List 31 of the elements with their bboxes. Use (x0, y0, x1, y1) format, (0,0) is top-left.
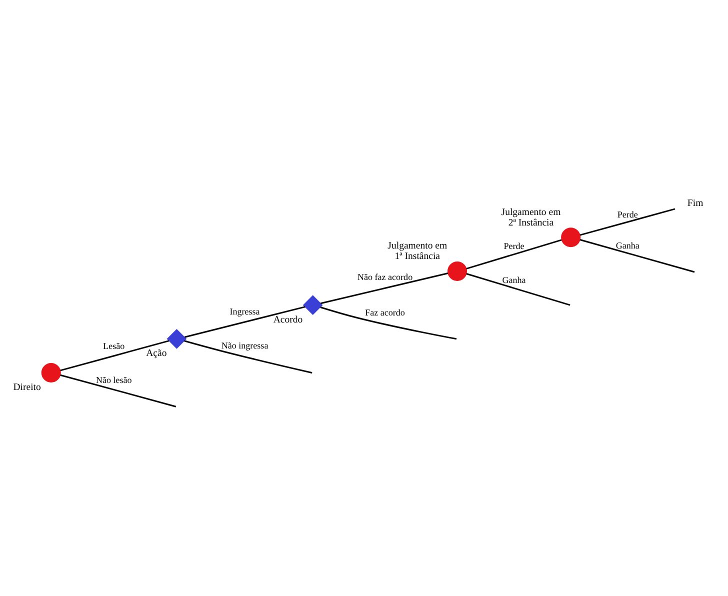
node-circle (447, 260, 468, 280)
node-label: Julgamento em 2ª Instância (501, 206, 561, 228)
node-circle (561, 227, 581, 247)
connector (184, 306, 306, 338)
node-diamond (166, 328, 187, 348)
connector (184, 340, 312, 373)
edge-label: Faz acordo (365, 306, 405, 317)
connector (60, 340, 170, 371)
node-label: Direito (13, 381, 41, 392)
edge-label: Ganha (616, 240, 640, 250)
connector (580, 238, 695, 272)
edge-label: Lesão (103, 340, 125, 351)
connector (320, 306, 457, 340)
connector (466, 238, 562, 269)
node-label: Ação (146, 348, 167, 359)
connector (320, 272, 448, 304)
connector (60, 374, 176, 407)
connector (466, 272, 570, 306)
edge-label: Perde (617, 209, 638, 220)
edge-label: Não lesão (96, 374, 132, 384)
edge-label: Ganha (502, 274, 526, 284)
node-label: Acordo (273, 314, 303, 325)
node-diamond (302, 294, 323, 315)
edge-label: Não ingressa (221, 340, 268, 350)
node-label: Julgamento em 1ª Instância (388, 240, 448, 262)
edge-label: Não faz acordo (358, 271, 413, 282)
connector (580, 208, 676, 236)
node-circle (41, 362, 61, 382)
node-text: Fim (687, 198, 704, 209)
edge-label: Ingressa (230, 306, 260, 316)
edge-label: Perde (504, 240, 524, 251)
